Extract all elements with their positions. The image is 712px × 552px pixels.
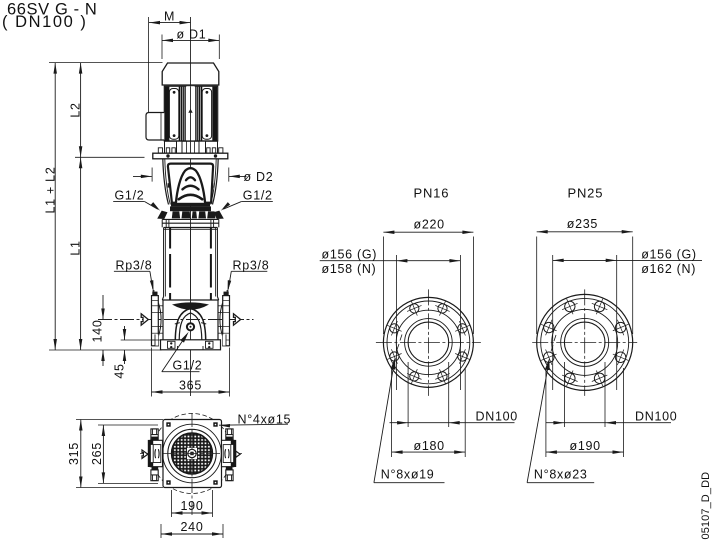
svg-text:ø190: ø190 xyxy=(570,439,601,453)
svg-text:66SV G - N: 66SV G - N xyxy=(7,1,97,19)
svg-text:G1/2: G1/2 xyxy=(115,189,145,203)
svg-text:240: 240 xyxy=(181,520,204,534)
svg-text:315: 315 xyxy=(67,442,81,465)
svg-text:G1/2: G1/2 xyxy=(173,359,203,373)
svg-text:05107_D_DD: 05107_D_DD xyxy=(700,472,712,540)
svg-text:( DN100 ): ( DN100 ) xyxy=(2,13,87,31)
svg-text:ø158 (N): ø158 (N) xyxy=(322,262,377,276)
svg-text:ø D2: ø D2 xyxy=(244,170,274,184)
svg-text:DN100: DN100 xyxy=(476,409,518,423)
svg-text:365: 365 xyxy=(179,379,202,393)
svg-text:ø220: ø220 xyxy=(414,217,445,231)
svg-text:N°4xø15: N°4xø15 xyxy=(238,412,292,426)
svg-text:L1: L1 xyxy=(69,240,83,255)
svg-text:ø162 (N): ø162 (N) xyxy=(641,262,696,276)
svg-text:G1/2: G1/2 xyxy=(243,189,273,203)
svg-text:190: 190 xyxy=(181,499,204,513)
svg-text:L1 + L2: L1 + L2 xyxy=(44,167,58,214)
svg-text:265: 265 xyxy=(90,442,104,465)
svg-text:ø156 (G): ø156 (G) xyxy=(322,247,378,261)
svg-text:ø180: ø180 xyxy=(414,439,445,453)
svg-text:M: M xyxy=(164,9,175,23)
svg-text:140: 140 xyxy=(91,320,105,343)
svg-text:Rp3/8: Rp3/8 xyxy=(233,259,270,273)
svg-text:N°8xø19: N°8xø19 xyxy=(381,468,435,482)
svg-text:45: 45 xyxy=(113,363,127,378)
svg-text:ø D1: ø D1 xyxy=(177,27,207,41)
svg-text:ø156 (G): ø156 (G) xyxy=(641,248,697,262)
svg-text:L2: L2 xyxy=(69,102,83,117)
svg-text:N°8xø23: N°8xø23 xyxy=(534,468,588,482)
svg-text:Rp3/8: Rp3/8 xyxy=(116,259,153,273)
svg-text:DN100: DN100 xyxy=(635,409,677,423)
svg-text:PN25: PN25 xyxy=(568,186,604,201)
svg-text:PN16: PN16 xyxy=(414,186,450,201)
svg-text:ø235: ø235 xyxy=(567,217,598,231)
